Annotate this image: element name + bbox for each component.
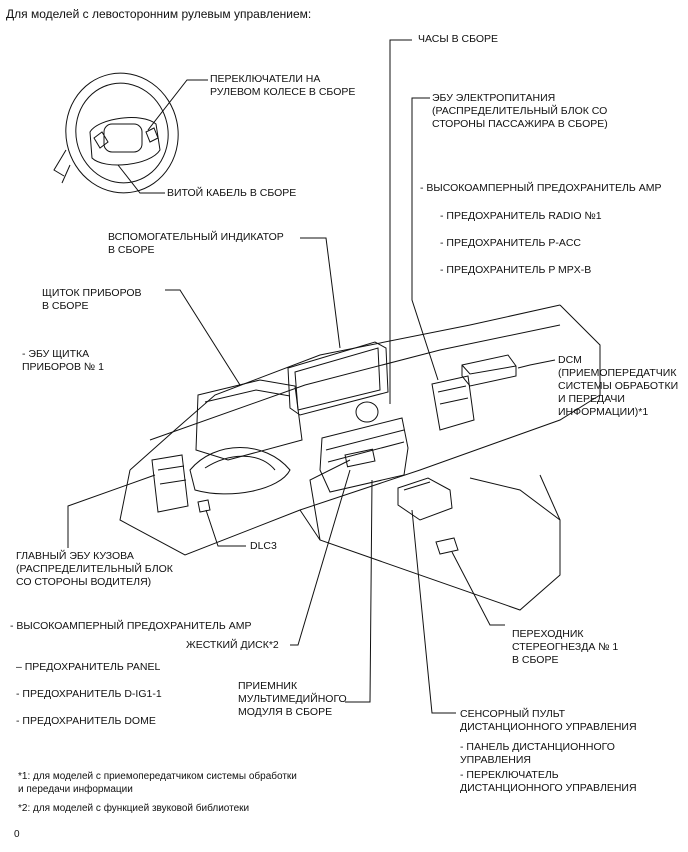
label-spiral-cable: ВИТОЙ КАБЕЛЬ В СБОРЕ (167, 187, 297, 199)
label-drv-amp-fuse: - ВЫСОКОАМПЕРНЫЙ ПРЕДОХРАНИТЕЛЬ AMP (10, 620, 252, 632)
steering-wheel-inset (53, 72, 179, 194)
dashboard-outline (119, 304, 601, 611)
label-main-body-ecu: ГЛАВНЫЙ ЭБУ КУЗОВА (РАСПРЕДЕЛИТЕЛЬНЫЙ БЛ… (16, 550, 173, 588)
main-body-ecu-shape (151, 454, 189, 513)
leader-main-body-ecu (67, 474, 156, 548)
label-aux-indicator: ВСПОМОГАТЕЛЬНЫЙ ИНДИКАТОР В СБОРЕ (108, 231, 284, 256)
label-meter: ЩИТОК ПРИБОРОВ В СБОРЕ (42, 287, 142, 312)
leader-multimedia (345, 479, 373, 703)
header-title: Для моделей с левосторонним рулевым упра… (6, 7, 312, 21)
label-panel-fuse: – ПРЕДОХРАНИТЕЛЬ PANEL (16, 661, 161, 673)
leader-spiral-cable (117, 164, 165, 194)
passenger-jb-shape (431, 375, 475, 431)
label-pmpxb-fuse: - ПРЕДОХРАНИТЕЛЬ P MPX-B (440, 264, 592, 276)
label-dlc3: DLC3 (250, 540, 277, 552)
clock-shape (355, 401, 379, 423)
leader-touch-remote (411, 509, 456, 714)
leader-clock (389, 39, 412, 404)
leader-stereo-adapter (451, 551, 505, 626)
label-dome-fuse: - ПРЕДОХРАНИТЕЛЬ DOME (16, 715, 156, 727)
label-clock: ЧАСЫ В СБОРЕ (418, 33, 499, 45)
label-pacc-fuse: - ПРЕДОХРАНИТЕЛЬ P-ACC (440, 237, 581, 249)
label-dcm: DCM (ПРИЕМОПЕРЕДАТЧИК СИСТЕМЫ ОБРАБОТКИ … (558, 354, 679, 418)
label-hdd: ЖЕСТКИЙ ДИСК*2 (186, 639, 279, 651)
footnote-1: *1: для моделей с приемопередатчиком сис… (18, 771, 297, 795)
stereo-jack-shape (435, 537, 459, 555)
leader-steering-switches (147, 79, 208, 131)
center-stack-shape (319, 417, 409, 493)
multi-display-shape (287, 341, 389, 416)
label-remote-panel: - ПАНЕЛЬ ДИСТАНЦИОННОГО УПРАВЛЕНИЯ (460, 741, 615, 766)
leader-lines (67, 39, 556, 714)
touch-remote-shape (397, 477, 453, 521)
label-radio-fuse: - ПРЕДОХРАНИТЕЛЬ RADIO №1 (440, 210, 602, 222)
leader-power-ecu (411, 97, 439, 381)
label-power-ecu: ЭБУ ЭЛЕКТРОПИТАНИЯ (РАСПРЕДЕЛИТЕЛЬНЫЙ БЛ… (432, 92, 608, 130)
leader-dcm (517, 359, 556, 369)
label-dig1-fuse: - ПРЕДОХРАНИТЕЛЬ D-IG1-1 (16, 688, 162, 700)
label-pass-amp-fuse: - ВЫСОКОАМПЕРНЫЙ ПРЕДОХРАНИТЕЛЬ AMP (420, 182, 662, 194)
leader-aux-indicator (300, 237, 341, 349)
figure-id: 0 (14, 829, 20, 840)
leader-hdd (290, 469, 351, 646)
label-multimedia: ПРИЕМНИК МУЛЬТИМЕДИЙНОГО МОДУЛЯ В СБОРЕ (238, 680, 347, 718)
label-stereo-adapter: ПЕРЕХОДНИК СТЕРЕОГНЕЗДА № 1 В СБОРЕ (512, 628, 619, 666)
leader-meter (165, 289, 241, 386)
label-meter-ecu: - ЭБУ ЩИТКА ПРИБОРОВ № 1 (22, 348, 104, 373)
meter-cluster-shape (195, 379, 303, 461)
leader-dlc3 (205, 509, 246, 547)
label-remote-switch: - ПЕРЕКЛЮЧАТЕЛЬ ДИСТАНЦИОННОГО УПРАВЛЕНИ… (460, 769, 637, 794)
label-steering-switches: ПЕРЕКЛЮЧАТЕЛИ НА РУЛЕВОМ КОЛЕСЕ В СБОРЕ (210, 73, 356, 98)
dlc3-shape (197, 499, 211, 513)
footnote-2: *2: для моделей с функцией звуковой библ… (18, 803, 250, 814)
label-touch-remote: СЕНСОРНЫЙ ПУЛЬТ ДИСТАНЦИОННОГО УПРАВЛЕНИ… (460, 708, 637, 733)
dcm-shape (461, 354, 517, 387)
